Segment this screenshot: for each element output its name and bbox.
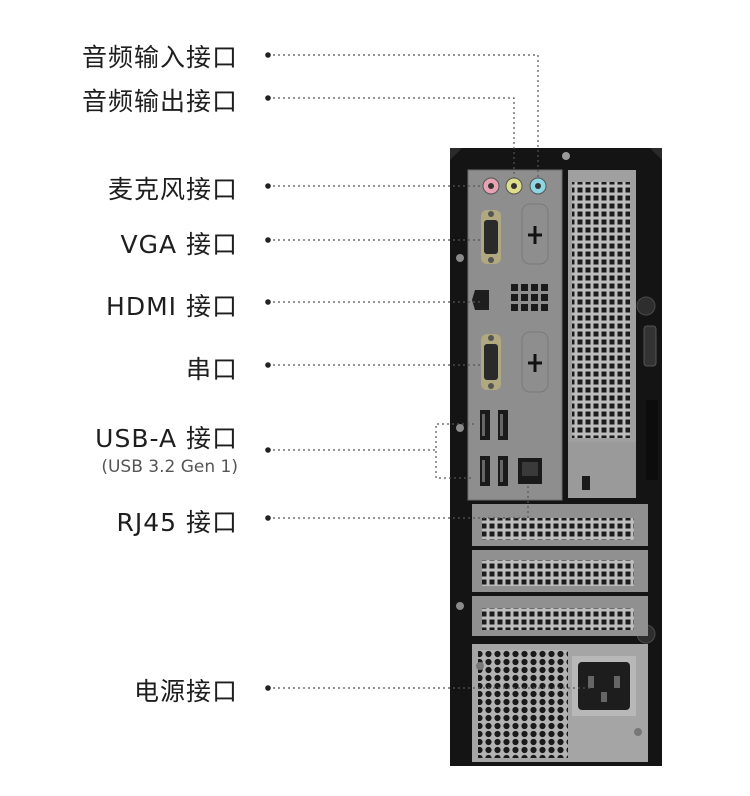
usb-a-label: USB-A 接口 (95, 424, 238, 453)
rj45-label: RJ45 接口 (116, 508, 238, 537)
serial-port (484, 344, 498, 380)
power-label: 电源接口 (133, 677, 238, 706)
vga-label: VGA 接口 (120, 230, 238, 259)
pc-tower-rear (450, 148, 662, 766)
vga-port (484, 220, 498, 254)
vent-grille (572, 182, 630, 438)
audio-out-label: 音频输出接口 (81, 87, 238, 116)
usb-a-spec-label: (USB 3.2 Gen 1) (101, 457, 238, 477)
hdmi-port (472, 290, 489, 310)
serial-label: 串口 (185, 355, 238, 384)
power-socket (578, 662, 630, 710)
mic-label: 麦克风接口 (107, 175, 238, 204)
hdmi-label: HDMI 接口 (106, 292, 238, 321)
audio-in-label: 音频输入接口 (81, 43, 238, 72)
